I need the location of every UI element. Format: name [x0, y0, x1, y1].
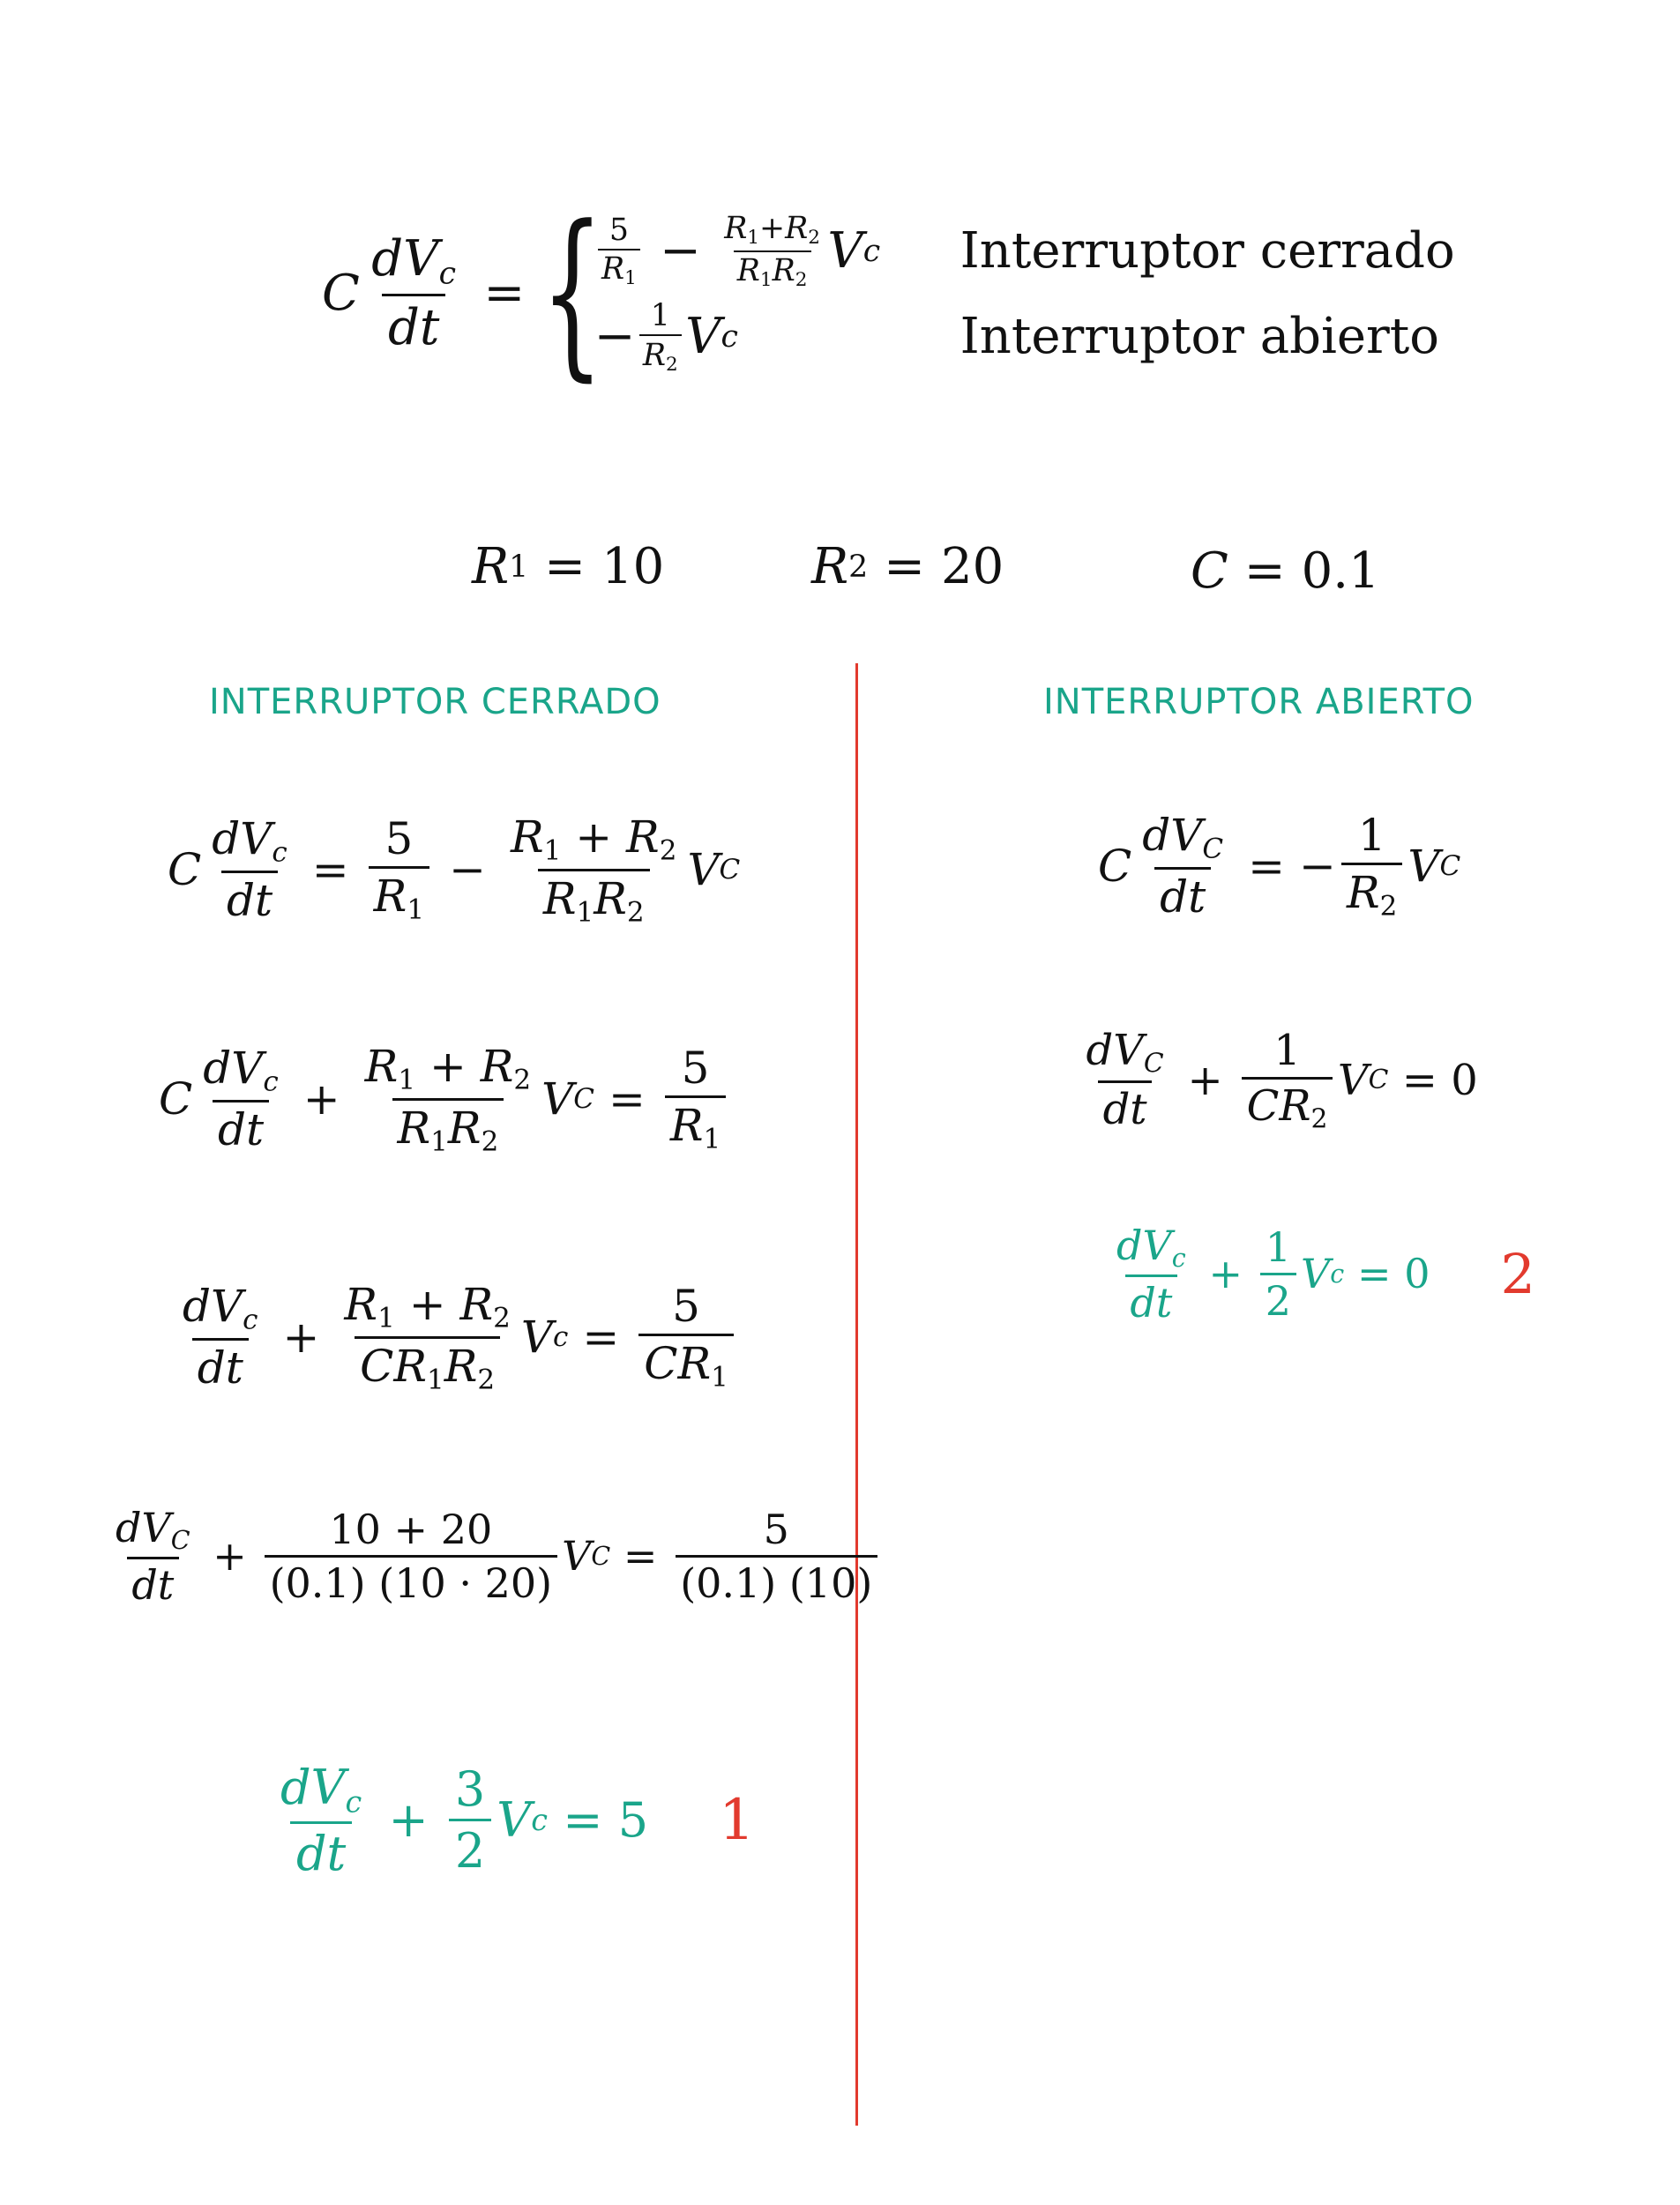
open-result-tag: 2 — [1500, 1241, 1535, 1306]
open-result-coef-num: 1 — [1265, 1222, 1292, 1271]
closed-result-tag: 1 — [719, 1787, 755, 1853]
closed-step4-num-right: 5 — [763, 1505, 789, 1553]
closed-step4-den-left: (0.1) (10 · 20) — [265, 1554, 557, 1607]
column-divider — [855, 663, 858, 2126]
closed-section-header: INTERRUPTOR CERRADO — [209, 682, 661, 722]
open-section-header: INTERRUPTOR ABIERTO — [1043, 682, 1475, 722]
closed-result-rhs: 5 — [617, 1792, 649, 1849]
param-c: C=0.1 — [1191, 542, 1380, 600]
param-c-value: 0.1 — [1301, 542, 1380, 600]
closed-result-coef-den: 2 — [449, 1819, 491, 1879]
case-closed-label: Interruptor cerrado — [959, 222, 1455, 280]
param-r1-value: 10 — [601, 538, 665, 595]
closed-step4-num-left: 10 + 20 — [329, 1505, 493, 1553]
param-r2-value: 20 — [941, 538, 1004, 595]
left-brace: { — [541, 188, 604, 398]
closed-step4-den-right: (0.1) (10) — [675, 1554, 877, 1607]
closed-result-coef-num: 3 — [454, 1761, 486, 1818]
case-open-label: Interruptor abierto — [959, 308, 1440, 366]
open-result-coef-den: 2 — [1260, 1272, 1296, 1325]
open-result-rhs: 0 — [1404, 1250, 1430, 1298]
